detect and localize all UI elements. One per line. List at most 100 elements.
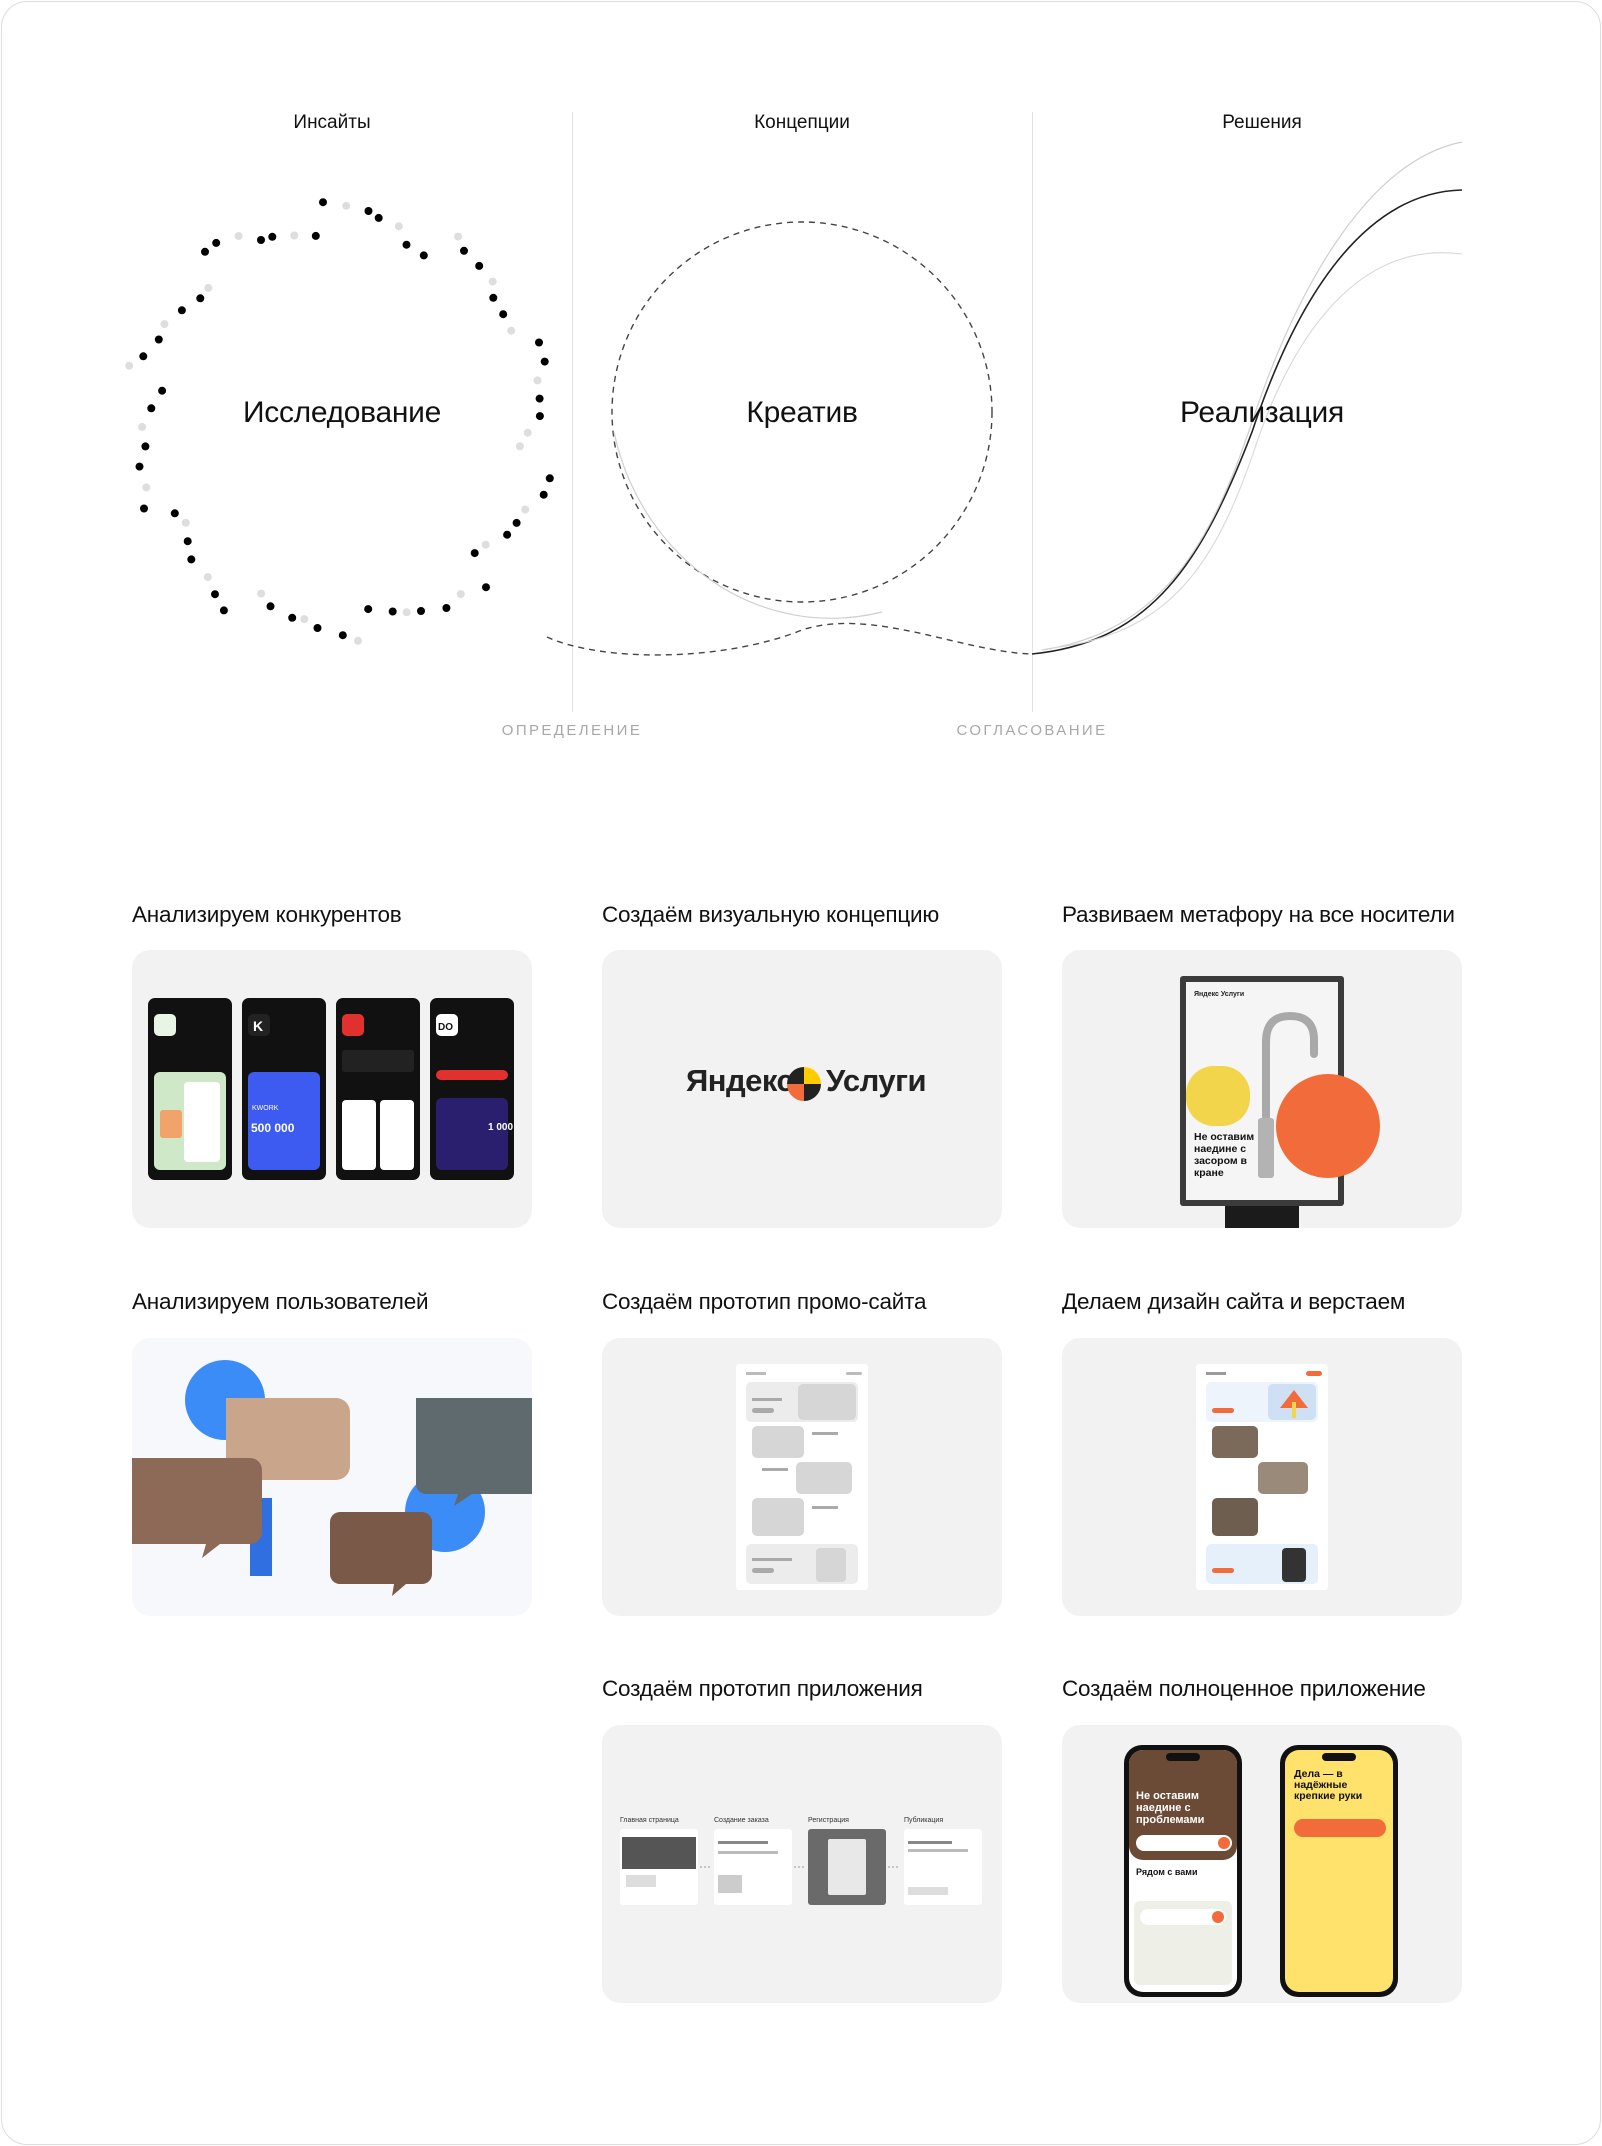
research-dot [135, 462, 144, 471]
svg-text:Создание заказа: Создание заказа [714, 1817, 769, 1824]
research-dot [499, 310, 508, 319]
research-dot [507, 326, 516, 335]
research-dot [147, 404, 156, 413]
research-dot [364, 207, 373, 215]
research-dot [521, 505, 530, 514]
phase-creative: Креатив [746, 396, 858, 429]
card-title-app-proto: Создаём прототип приложения [602, 1676, 923, 1701]
research-dot [201, 247, 209, 256]
research-dot [523, 428, 532, 437]
card-visual-concept: Яндекс Услуги [602, 950, 1002, 1228]
card-site-design [1062, 1338, 1462, 1616]
research-dot [417, 607, 425, 615]
research-dot [545, 474, 554, 483]
research-dot [187, 555, 196, 564]
research-dot [203, 573, 212, 582]
research-dot [204, 283, 213, 292]
divider-line-1 [572, 112, 573, 712]
research-dot [154, 335, 163, 344]
realization-curve-faint-1 [1041, 141, 1463, 651]
research-dot [158, 386, 167, 395]
research-dot [354, 636, 362, 645]
research-dot [488, 277, 497, 286]
research-dot [219, 606, 228, 615]
research-dot [211, 590, 219, 599]
svg-text:K: K [253, 1018, 263, 1034]
research-dot [313, 624, 322, 632]
research-dot [402, 240, 411, 249]
research-dot [300, 615, 309, 624]
research-dot [268, 232, 277, 241]
phone-1 [148, 998, 232, 1180]
research-dot [442, 604, 451, 612]
card-title-competitors: Анализируем конкурентов [132, 902, 402, 927]
svg-text:Публикация: Публикация [904, 1816, 943, 1824]
app-left-subtitle: Рядом с вами [1136, 1867, 1198, 1877]
card-title-app-full: Создаём полноценное приложение [1062, 1676, 1426, 1701]
research-dot [402, 608, 411, 617]
user-interview-collage [132, 1360, 532, 1596]
card-title-users: Анализируем пользователей [132, 1289, 429, 1314]
research-dot [535, 394, 544, 403]
research-dot [342, 201, 351, 210]
svg-text:1 000: 1 000 [488, 1122, 513, 1133]
svg-text:DO: DO [438, 1022, 453, 1033]
card-users [132, 1338, 532, 1616]
research-dot [160, 320, 169, 329]
card-title-site-proto: Создаём прототип промо-сайта [602, 1289, 927, 1314]
research-dot [319, 198, 327, 207]
card-title-visual-concept: Создаём визуальную концепцию [602, 902, 940, 927]
research-dot [138, 422, 147, 431]
research-dot [288, 613, 297, 622]
column-title-concepts: Концепции [754, 112, 850, 133]
research-dot [181, 518, 190, 527]
svg-text:KWORK: KWORK [252, 1105, 279, 1112]
diagram-graphic [125, 141, 1463, 656]
research-dot [338, 631, 347, 640]
research-dot [533, 376, 542, 385]
phase-realization: Реализация [1180, 396, 1344, 429]
phone-2: K KWORK 500 000 [242, 998, 326, 1180]
svg-text:500 000: 500 000 [251, 1121, 295, 1135]
card-app-proto: Главная страница Создание заказа Регистр… [602, 1725, 1002, 2003]
research-dot [388, 607, 397, 616]
research-dot [234, 232, 243, 240]
svg-text:Регистрация: Регистрация [808, 1817, 849, 1824]
column-title-insights: Инсайты [293, 112, 371, 133]
site-design-mockup [1196, 1364, 1328, 1590]
svg-text:Главная страница: Главная страница [620, 1817, 679, 1824]
realization-curve-faint-2 [1051, 252, 1463, 649]
logo-text-yandex: Яндекс [686, 1063, 794, 1098]
research-dot [475, 261, 484, 270]
research-dot [481, 540, 490, 549]
research-dot [196, 294, 205, 303]
research-dot [177, 306, 186, 315]
research-dot [140, 504, 148, 513]
research-dot [212, 238, 221, 247]
site-wireframe [736, 1364, 868, 1590]
connector-path [546, 622, 1033, 656]
logo-mark-icon [787, 1067, 821, 1101]
research-dot [540, 357, 549, 366]
research-dot [142, 483, 151, 492]
research-dot [394, 222, 403, 231]
phone-4: DO 1 000 [430, 998, 514, 1180]
research-dot [170, 509, 179, 518]
research-dot [257, 589, 266, 598]
research-dot [470, 549, 479, 558]
research-dot [125, 361, 134, 370]
competitor-phones: K KWORK 500 000 DO 1 000 [148, 998, 514, 1180]
research-dot [311, 231, 320, 240]
research-dot [512, 518, 521, 527]
research-dot [454, 232, 463, 241]
research-dot [515, 442, 524, 451]
research-dot [535, 412, 544, 421]
